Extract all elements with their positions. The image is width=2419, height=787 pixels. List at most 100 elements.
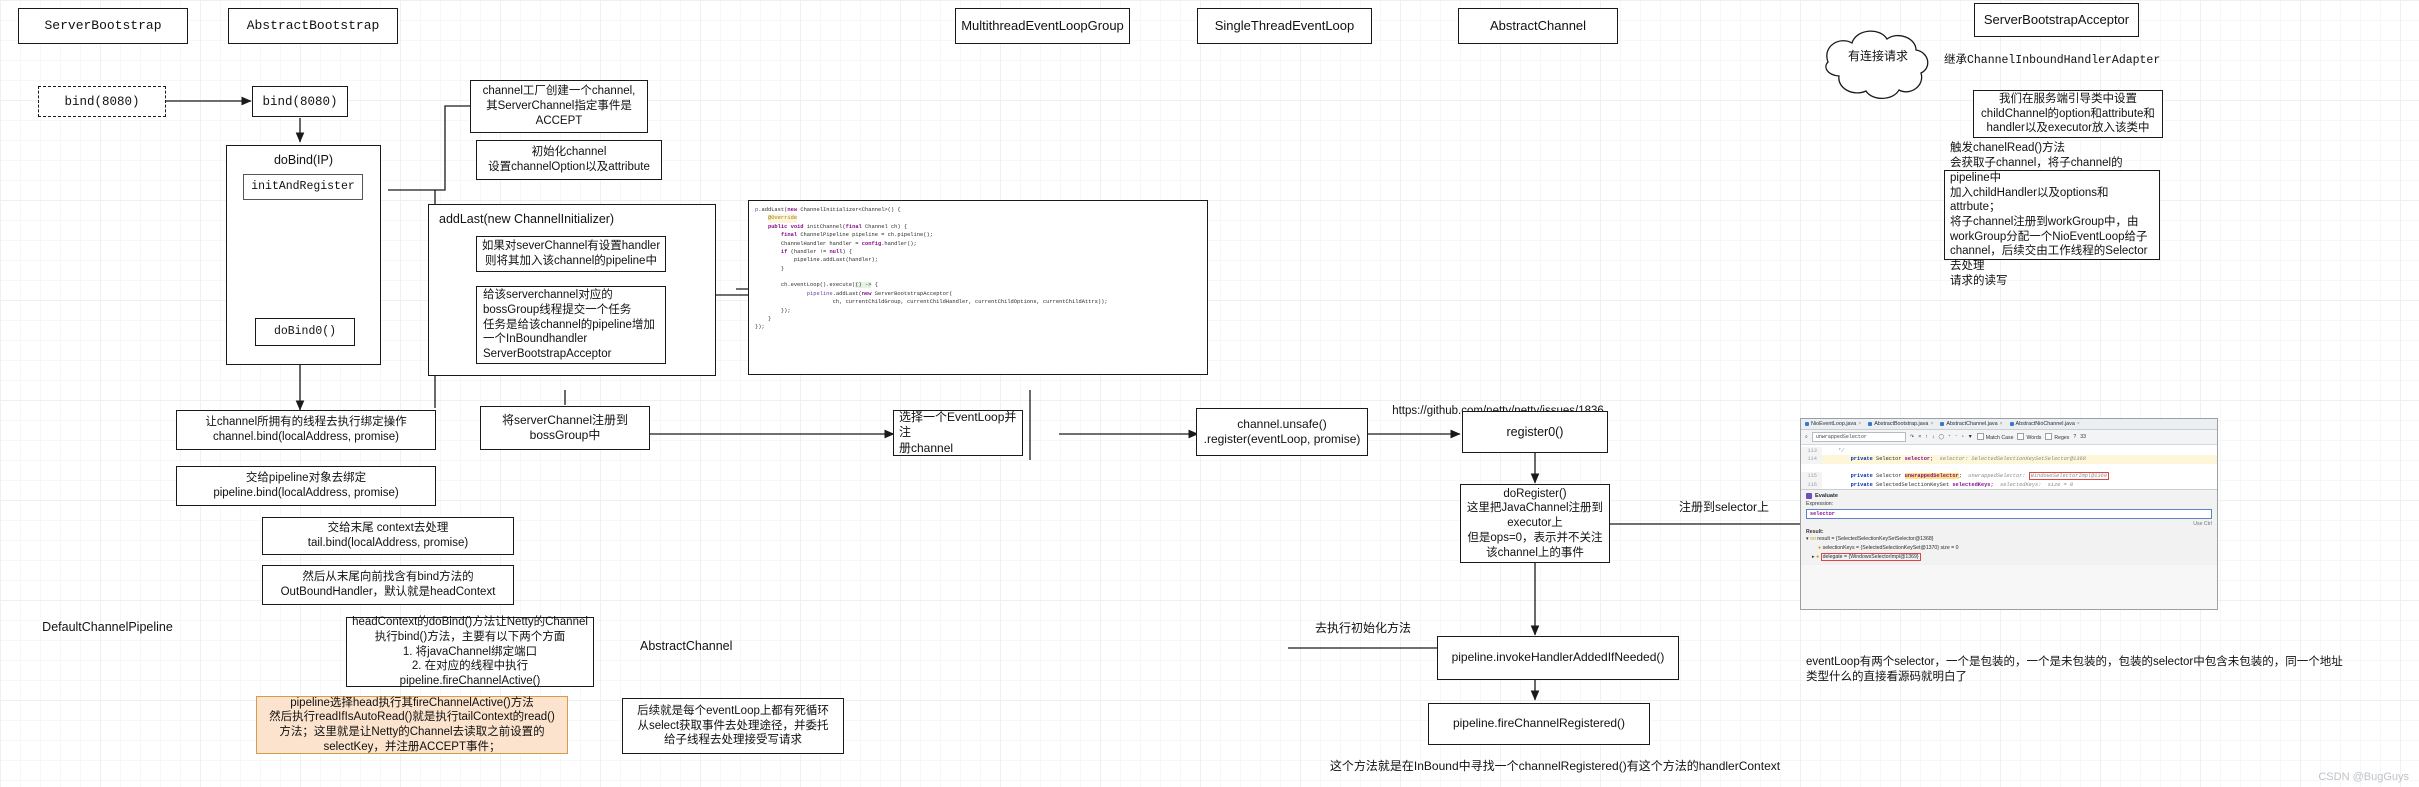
code-snippet-text: p.addLast(new ChannelInitializer<Channel… [755,207,1108,331]
default-channel-pipeline-label: DefaultChannelPipeline [42,620,173,634]
init-and-register-box: initAndRegister [243,174,363,200]
java-file-icon [2009,422,2014,426]
ide-tab-label-2: AbstractChannel.java [1946,421,1998,427]
match-case-label: Match Case [1985,435,2014,441]
line-number-113: 113 [1801,447,1822,456]
result-row-0[interactable]: ▾ oo result = {SelectedSelectionKeySetSe… [1806,535,2212,544]
ide-tab-label-1: AbstractBootstrap.java [1874,421,1929,427]
ide-tab-bar[interactable]: NioEventLoop.java × AbstractBootstrap.ja… [1801,419,2217,430]
object-icon: oo [1810,536,1816,543]
channel-factory-note: channel工厂创建一个channel, 其ServerChannel指定事件… [470,80,648,133]
find-history-icon[interactable]: ↷ [1909,434,1915,440]
select-event-loop-box: 选择一个EventLoop并注 册channel [893,410,1023,456]
close-icon-1[interactable]: × [1930,421,1934,427]
words-label: Words [2026,435,2042,441]
register-to-selector-label: 注册到selector上 [1678,500,1770,514]
line-number-114: 114 [1801,455,1822,464]
result-row-1[interactable]: ● selectionKeys = {SelectedSelectionKeyS… [1806,544,2212,553]
java-file-icon [1868,422,1873,426]
evaluate-dialog-title: Evaluate [1815,493,1839,500]
ide-tab-2[interactable]: AbstractChannel.java × [1940,421,2003,427]
use-ctrl-hint: Use Ctrl [2193,521,2212,528]
find-clear-icon[interactable]: × [1918,434,1922,440]
help-icon[interactable]: ? [2073,434,2077,440]
expression-input[interactable]: selector [1806,509,2212,520]
inherit-label: 继承ChannelInboundHandlerAdapter [1944,54,2161,67]
filter-scope-icon[interactable]: ▫ [1961,434,1964,440]
java-file-icon [1940,422,1945,426]
add-line-after-icon[interactable]: ⁻ [1955,434,1958,440]
inbound-search-note: 这个方法就是在InBound中寻找一个channelRegistered()有这… [1329,759,1781,773]
close-icon-3[interactable]: × [2076,421,2080,427]
head-context-do-bind-note: headContext的doBind()方法让Netty的Channel 执行b… [346,616,594,687]
add-last-title: addLast(new ChannelInitializer) [439,212,615,226]
class-server-bootstrap-acceptor: ServerBootstrapAcceptor [1974,3,2139,37]
words-checkbox[interactable]: Words [2017,433,2041,441]
field-icon: ● [1816,554,1820,561]
ide-code-area[interactable]: 113 */ 114 private Selector selector; se… [1801,445,2217,490]
register0-box: register0() [1462,411,1608,453]
close-icon-2[interactable]: × [1999,421,2003,427]
evaluate-dialog[interactable]: Evaluate Expression: selector Use Ctrl R… [1801,489,2217,565]
find-select-all-icon[interactable]: ◯ [1938,434,1945,440]
match-case-checkbox[interactable]: Match Case [1976,433,2014,441]
channel-read-note: 触发chanelRead()方法 会获取子channel，将子channel的p… [1944,142,2160,287]
line-number-115: 115 [1801,472,1822,481]
pipeline-bind-note: 交给pipeline对象去绑定 pipeline.bind(localAddre… [176,466,436,506]
field-icon: ● [1818,545,1822,552]
init-channel-note: 初始化channel 设置channelOption以及attribute [476,140,662,180]
result-text-2: delegate = {WindowsSelectorImpl@1369} [1820,553,1921,562]
code-snippet-block: p.addLast(new ChannelInitializer<Channel… [748,200,1208,375]
outbound-handler-note: 然后从末尾向前找含有bind方法的 OutBoundHandler，默认就是he… [262,565,514,605]
event-loop-dead-loop-note: 后续就是每个eventLoop上都有死循环 从select获取事件去处理途径，并… [622,698,844,754]
evaluate-icon [1806,493,1812,500]
do-bind0-box: doBind0() [255,318,355,346]
class-server-bootstrap: ServerBootstrap [18,8,188,44]
acceptor-config-note: 我们在服务端引导类中设置 childChannel的option和attribu… [1973,90,2163,138]
regex-checkbox[interactable]: Regex [2045,433,2069,441]
fire-channel-registered-box: pipeline.fireChannelRegistered() [1428,703,1650,745]
ide-tab-label-0: NioEventLoop.java [1811,421,1857,427]
result-label: Result: [1806,529,1824,536]
result-text-1: selectionKeys = {SelectedSelectionKeySet… [1822,545,1959,552]
do-bind-ip-label: doBind(IP) [273,153,334,167]
invoke-handler-added-box: pipeline.invokeHandlerAddedIfNeeded() [1437,636,1679,680]
find-input[interactable]: unwrappedSelector [1811,432,1906,442]
event-loop-selector-note: eventLoop有两个selector，一个是包装的，一个是未包装的，包装的s… [1806,656,2343,683]
class-abstract-channel: AbstractChannel [1458,8,1618,44]
ide-screenshot[interactable]: NioEventLoop.java × AbstractBootstrap.ja… [1800,418,2218,610]
find-prev-icon[interactable]: ↑ [1925,434,1928,440]
line-number-116: 116 [1801,480,1822,490]
class-abstract-bootstrap: AbstractBootstrap [228,8,398,44]
channel-unsafe-register-box: channel.unsafe() .register(eventLoop, pr… [1196,408,1368,456]
fire-channel-active-note: pipeline选择head执行其fireChannelActive()方法 然… [256,696,568,754]
tail-bind-note: 交给末尾 context去处理 tail.bind(localAddress, … [262,517,514,555]
init-method-label: 去执行初始化方法 [1314,621,1411,635]
result-row-2[interactable]: ▸ ● delegate = {WindowsSelectorImpl@1369… [1806,553,2212,562]
result-text-0: result = {SelectedSelectionKeySetSelecto… [1817,536,1934,543]
collapse-chevron-icon[interactable]: ▸ [1812,554,1815,561]
cloud-label: 有连接请求 [1847,49,1908,63]
regex-label: Regex [2054,435,2070,441]
expand-chevron-icon[interactable]: ▾ [1806,536,1809,543]
bind-8080-solid: bind(8080) [252,86,348,117]
expression-label: Expression: [1806,501,1834,508]
register-server-channel-box: 将serverChannel注册到 bossGroup中 [480,406,650,450]
channel-bind-note: 让channel所拥有的线程去执行绑定操作 channel.bind(local… [176,410,436,450]
find-next-icon[interactable]: ↓ [1931,434,1935,440]
filter-icon[interactable]: ▼ [1967,434,1973,440]
ide-find-bar[interactable]: ⌕ unwrappedSelector ↷ × ↑ ↓ ◯ ⁺ ⁻ ▫ ▼ Ma… [1801,430,2217,445]
watermark: CSDN @BugGuys [2318,771,2409,783]
ide-tab-3[interactable]: AbstractNioChannel.java × [2009,421,2080,427]
abstract-channel-brace-label: AbstractChannel [640,639,733,653]
bind-8080-dashed: bind(8080) [38,86,166,117]
close-icon-0[interactable]: × [1858,421,1862,427]
class-single-thread-event-loop: SingleThreadEventLoop [1197,8,1372,44]
add-line-before-icon[interactable]: ⁺ [1948,434,1952,440]
java-file-icon [1805,422,1809,426]
ide-tab-0[interactable]: NioEventLoop.java × [1805,421,1861,427]
boss-group-note: 给该serverchannel对应的 bossGroup线程提交一个任务 任务是… [476,286,666,364]
ide-tab-1[interactable]: AbstractBootstrap.java × [1868,421,1933,427]
ide-tab-label-3: AbstractNioChannel.java [2015,421,2075,427]
